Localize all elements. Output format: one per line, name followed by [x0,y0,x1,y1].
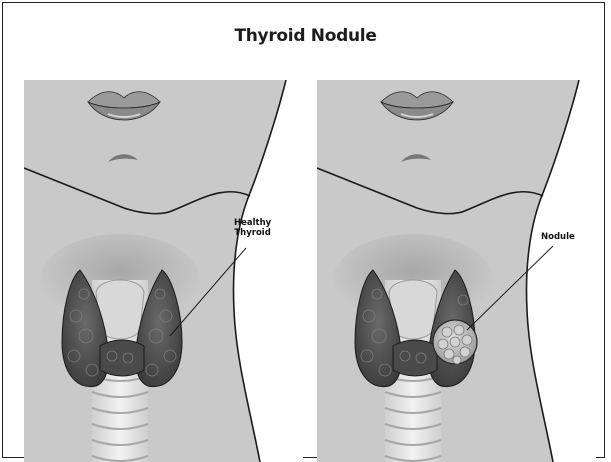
callout-line: Thyroid [234,228,271,238]
panel-healthy-thyroid: Healthy Thyroid [24,80,303,462]
diagram-title: Thyroid Nodule [0,26,611,46]
healthy-neck-illustration [24,80,303,462]
callout-label-healthy-thyroid: Healthy Thyroid [234,218,271,238]
callout-line: Nodule [541,232,575,242]
nodule-neck-illustration [317,80,596,462]
callout-label-nodule: Nodule [541,232,575,242]
thyroid-isthmus [100,340,144,376]
callout-line: Healthy [234,218,271,228]
panel-thyroid-nodule: Nodule [317,80,596,462]
thyroid-isthmus [393,340,437,376]
